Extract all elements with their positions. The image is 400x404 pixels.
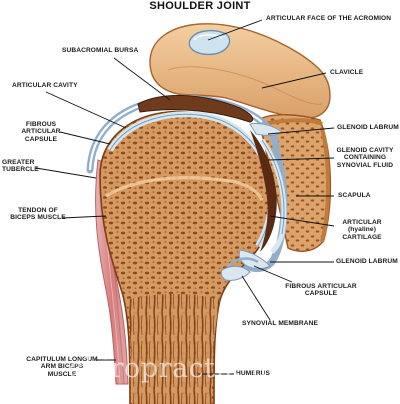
subacromial-bursa — [137, 94, 254, 123]
label-long-head-biceps: CAPITULUM LONGUM ARM BICEPS MUSCLE — [26, 356, 98, 378]
label-glenoid-labrum-bottom: GLENOID LABRUM — [336, 258, 398, 265]
diagram-title: SHOULDER JOINT — [149, 0, 251, 12]
label-glenoid-labrum-top: GLENOID LABRUM — [337, 124, 399, 131]
label-subacromial-bursa: SUBACROMIAL BURSA — [62, 47, 139, 54]
glenoid-cavity — [250, 130, 277, 252]
glenoid-labrum-top — [249, 123, 283, 136]
label-glenoid-cavity: GLENOID CAVITY CONTAINING SYNOVIAL FLUID — [336, 147, 394, 169]
watermark: chiropractic-health — [68, 353, 340, 384]
label-fibrous-capsule-right: FIBROUS ARTICULAR CAPSULE — [285, 283, 357, 298]
label-fibrous-capsule-left: FIBROUS ARTICULAR CAPSULE — [21, 121, 61, 143]
label-scapula: SCAPULA — [338, 192, 371, 199]
label-articular-cartilage: ARTICULAR (hyaline) CARTILAGE — [342, 219, 382, 241]
label-articular-cavity: ARTICULAR CAVITY — [12, 82, 78, 89]
label-greater-tubercle: GREATER TUBERCLE — [2, 159, 39, 174]
label-clavicle: CLAVICLE — [330, 69, 364, 76]
label-humerus: HUMERUS — [236, 370, 271, 377]
synovial-membrane — [220, 265, 251, 281]
leader-lines — [35, 19, 335, 375]
label-synovial-membrane: SYNOVIAL MEMBRANE — [242, 320, 318, 327]
label-articular-face-acromion: ARTICULAR FACE OF THE ACROMION — [266, 15, 392, 22]
label-tendon-biceps: TENDON OF BICEPS MUSCLE — [10, 207, 66, 222]
